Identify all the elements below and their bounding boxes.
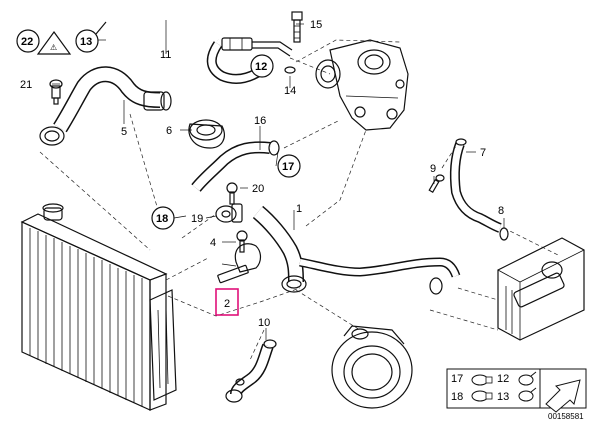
callout-2-highlighted: 2 [215,288,239,316]
screw-20 [226,182,238,205]
spring-clamp-icon [518,371,537,402]
svg-text:18: 18 [156,213,168,225]
callout-13: 13 [75,29,99,53]
dashed-lines [39,39,561,361]
hose-1 [252,205,461,295]
legend-17: 17 [451,373,463,385]
clip-6 [188,119,225,149]
callout-5: 5 [121,126,127,138]
grommet-19 [215,203,243,223]
callout-2: 2 [224,298,230,310]
callout-21: 21 [20,79,32,91]
callout-11: 11 [160,49,171,61]
callout-7: 7 [480,147,486,159]
callout-20: 20 [252,183,264,195]
direction-arrow-icon [545,379,581,413]
callout-1: 1 [296,203,302,215]
radiator [20,203,177,411]
diagram-number: 00158581 [548,412,584,421]
warning-label-22: ⚠ [36,30,72,55]
svg-text:17: 17 [282,161,294,173]
hose-11 [95,12,293,84]
svg-text:22: 22 [21,36,33,48]
leader-lines [52,20,505,340]
callout-18: 18 [151,206,175,230]
callout-15: 15 [310,19,322,31]
hose-clamp-icon [471,374,493,402]
hose-5 [39,66,172,146]
legend-13: 13 [497,391,509,403]
bolt-15 [291,11,303,43]
svg-text:12: 12 [255,61,267,73]
hose-7 [449,138,502,233]
bracket [217,243,262,284]
callout-4: 4 [210,237,216,249]
legend-12: 12 [497,373,509,385]
fan-housing [331,325,413,409]
callout-17: 17 [277,154,301,178]
callout-16: 16 [254,115,266,127]
screw-4 [236,230,248,253]
clamp-legend: 17 18 12 13 [446,368,587,413]
callout-9: 9 [430,163,436,175]
callout-6: 6 [166,125,172,137]
callout-12: 12 [250,54,274,78]
callout-labels: 1 4 5 6 7 8 9 10 11 14 15 16 19 20 21 [20,19,504,329]
circled-callouts: 13 12 17 18 22 [16,29,301,230]
warning-label-glyph: ⚠ [50,43,57,52]
heat-exchanger [497,237,585,341]
callout-19: 19 [191,213,203,225]
callout-22: 22 [16,29,40,53]
washer-14 [284,66,296,74]
legend-18: 18 [451,391,463,403]
hose-16 [191,140,280,192]
bolt-9 [428,174,445,194]
hose-10 [225,339,277,403]
svg-text:13: 13 [80,36,92,48]
callout-10: 10 [258,317,270,329]
callout-14: 14 [284,85,296,97]
clamp-8 [499,227,509,241]
sensor-21 [49,79,63,105]
callout-8: 8 [498,205,504,217]
thermostat-housing [315,39,409,131]
